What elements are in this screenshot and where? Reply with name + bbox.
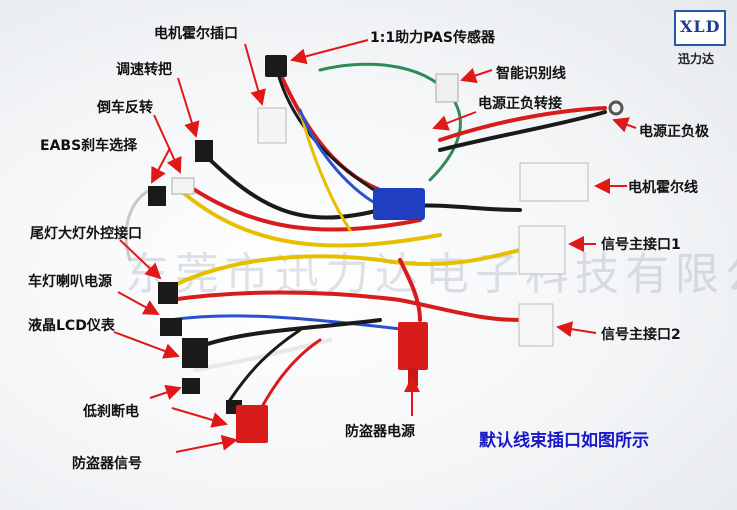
- brand-logo: XLD 迅力达: [674, 10, 726, 70]
- label-motor-hall-socket: 电机霍尔插口: [154, 26, 238, 42]
- logo-frame: XLD: [674, 10, 726, 46]
- label-anti-theft-signal: 防盗器信号: [72, 456, 142, 472]
- caption-text: 默认线束插口如图所示: [479, 431, 649, 451]
- label-smart-learn: 智能识别线: [496, 66, 566, 82]
- label-lcd-meter: 液晶LCD仪表: [28, 318, 115, 334]
- label-reverse: 倒车反转: [97, 100, 153, 116]
- label-eabs-brake: EABS刹车选择: [40, 138, 138, 154]
- label-power-pole: 电源正负极: [639, 124, 709, 140]
- label-signal-main-2: 信号主接口2: [601, 327, 681, 343]
- label-anti-theft-power: 防盗器电源: [345, 424, 415, 440]
- label-throttle: 调速转把: [116, 62, 172, 78]
- label-low-brake: 低刹断电: [83, 404, 139, 420]
- label-pas-sensor: 1:1助力PAS传感器: [370, 30, 495, 46]
- logo-mark: XLD: [680, 17, 721, 36]
- logo-subtitle: 迅力达: [678, 52, 715, 66]
- label-power-adapter: 电源正负转接: [478, 96, 562, 112]
- label-motor-hall-wire: 电机霍尔线: [628, 180, 698, 196]
- label-light-horn-power: 车灯喇叭电源: [28, 274, 112, 290]
- label-tail-head-light: 尾灯大灯外控接口: [30, 226, 142, 242]
- label-signal-main-1: 信号主接口1: [601, 237, 681, 253]
- watermark-text: 东莞市迅力达电子科技有限公司: [125, 249, 737, 300]
